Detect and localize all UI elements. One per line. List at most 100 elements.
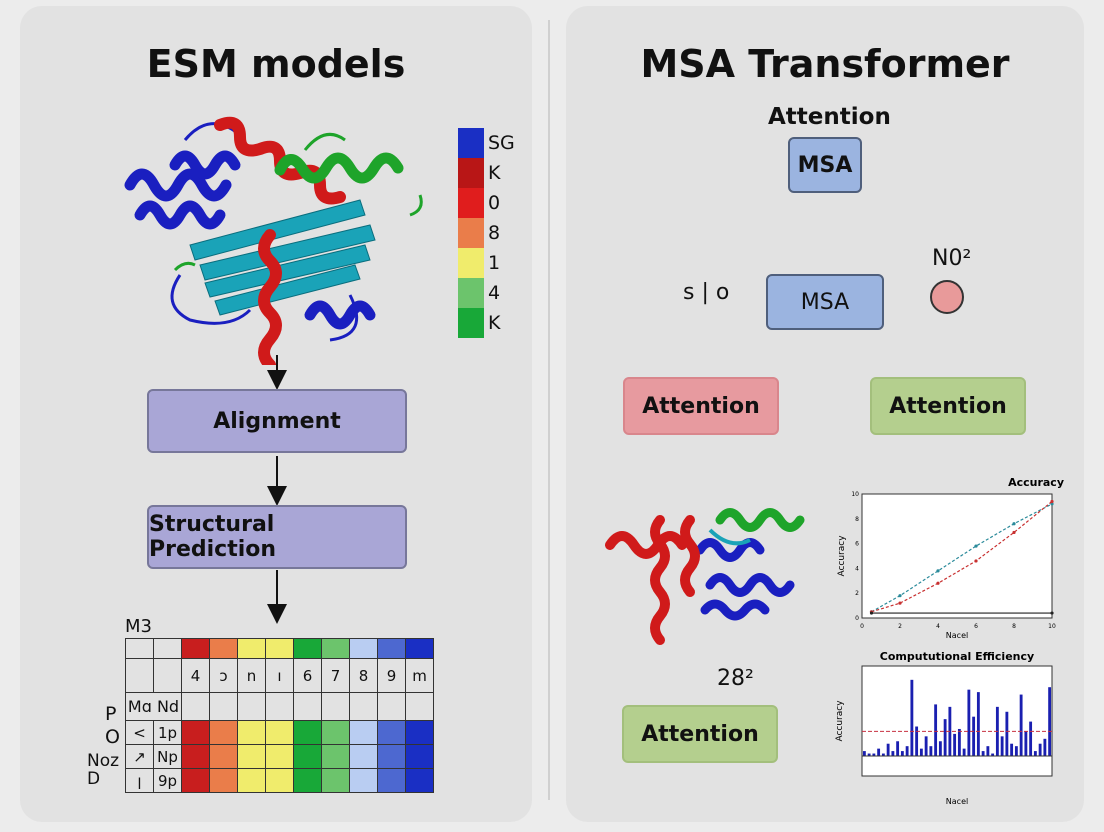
legend-label: 0	[488, 192, 501, 214]
bar	[1000, 736, 1004, 756]
data-point	[974, 544, 978, 548]
bar	[1005, 711, 1009, 756]
data-point	[974, 559, 978, 563]
bar	[953, 733, 957, 756]
bar	[1043, 738, 1047, 756]
esm-title: ESM models	[146, 42, 406, 86]
legend-swatch	[458, 128, 484, 158]
bar	[924, 736, 928, 756]
bar	[943, 719, 947, 756]
data-point	[1050, 502, 1054, 506]
bar	[905, 746, 909, 756]
bar	[886, 743, 890, 756]
table-row: < 1p	[125, 720, 434, 745]
protein-structure-image	[124, 116, 423, 365]
row-value: 1p	[153, 720, 182, 745]
legend-label: K	[488, 162, 501, 184]
data-point	[1050, 499, 1054, 504]
legend-swatch	[458, 188, 484, 218]
header-cell: ɔ	[209, 658, 238, 693]
header-color-row	[125, 638, 434, 659]
table-corner-label: M3	[125, 616, 152, 637]
header-cell: 7	[321, 658, 350, 693]
so-label: s | o	[683, 280, 730, 305]
table-row: ꞁ 9p	[125, 768, 434, 793]
y-tick-label: 8	[855, 516, 859, 523]
row-value: 9p	[153, 768, 182, 793]
chart-title: Accuracy	[1008, 476, 1064, 489]
bar	[867, 753, 871, 756]
plot-area	[861, 493, 1053, 619]
bar	[862, 751, 866, 756]
data-point	[936, 581, 940, 585]
bar	[991, 753, 995, 756]
y-axis-label: Accuracy	[835, 700, 845, 742]
attention-top-label: Attention	[768, 104, 891, 130]
row-side-label: P	[105, 703, 117, 725]
y-tick-label: 4	[855, 565, 859, 572]
row-side-label: O	[105, 726, 120, 748]
bar	[1024, 731, 1028, 756]
bar	[976, 692, 980, 756]
table-row: Mɑ Nd	[125, 692, 434, 721]
bar	[957, 728, 961, 756]
bar	[900, 751, 904, 756]
attention-bottom-box: Attention	[622, 705, 778, 763]
y-tick-label: 10	[851, 491, 859, 498]
alignment-matrix: 4 ɔ n ı 6 7 8 9 m Mɑ Nd < 1p ↗ Np ꞁ 9p	[125, 638, 434, 793]
bar	[1038, 743, 1042, 756]
plot-area	[861, 665, 1053, 777]
data-point	[898, 594, 902, 598]
legend-label: SG	[488, 132, 515, 154]
bar	[972, 716, 976, 756]
bar	[896, 741, 900, 756]
row-symbol: <	[125, 720, 154, 745]
header-cell: 4	[181, 658, 210, 693]
legend-swatch	[458, 308, 484, 338]
row-symbol: ↗	[125, 744, 154, 769]
header-cell: 6	[293, 658, 322, 693]
legend-swatch	[458, 248, 484, 278]
msa-title: MSA Transformer	[640, 42, 1010, 86]
alignment-box: Alignment	[147, 389, 407, 453]
bar	[881, 753, 885, 756]
bar	[938, 741, 942, 756]
x-tick-label: 6	[974, 623, 978, 630]
row-label: Mɑ Nd	[125, 692, 182, 721]
data-point	[936, 569, 940, 573]
x-tick-label: 4	[936, 623, 940, 630]
msa-top-box: MSA	[788, 137, 862, 193]
y-axis-label: Accuracy	[837, 535, 847, 577]
legend-label: 8	[488, 222, 501, 244]
bar	[967, 689, 971, 756]
structural-prediction-box: Structural Prediction	[147, 505, 407, 569]
data-point	[898, 601, 902, 605]
attention-green-box: Attention	[870, 377, 1026, 435]
bar	[934, 704, 938, 756]
data-point	[1012, 522, 1016, 526]
protein-structure-image	[605, 508, 805, 645]
x-tick-label: 2	[898, 623, 902, 630]
y-tick-label: 6	[855, 541, 859, 548]
x-axis-label: Nacel	[946, 631, 968, 640]
bar	[891, 751, 895, 756]
msa-mid-box: MSA	[766, 274, 884, 330]
bar	[962, 748, 966, 756]
bar	[877, 748, 881, 756]
legend-swatch	[458, 218, 484, 248]
row-symbol: ꞁ	[125, 768, 154, 793]
x-axis-label: Nacel	[946, 797, 968, 806]
y-tick-label: 2	[855, 590, 859, 597]
x-tick-label: 10	[1048, 623, 1056, 630]
row-value: Np	[153, 744, 182, 769]
header-cell: 8	[349, 658, 378, 693]
attention-pink-box: Attention	[623, 377, 779, 435]
y-tick-label: 0	[855, 615, 859, 622]
header-cell: 9	[377, 658, 406, 693]
bar	[1029, 721, 1033, 756]
x-tick-label: 0	[860, 623, 864, 630]
header-value-row: 4 ɔ n ı 6 7 8 9 m	[125, 658, 434, 693]
bar	[919, 748, 923, 756]
